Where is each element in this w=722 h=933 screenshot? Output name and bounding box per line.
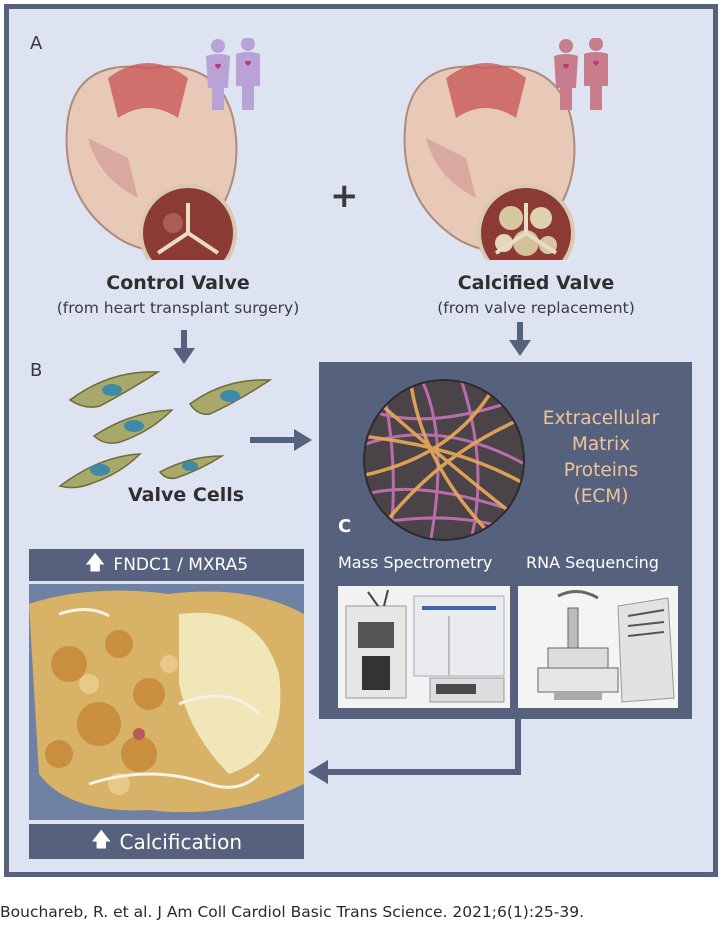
calcified-tissue-image xyxy=(29,584,304,820)
ecm-fiber-icon xyxy=(363,379,525,541)
right-arrow-icon xyxy=(250,429,312,451)
calcified-valve-photo xyxy=(29,584,304,820)
citation: Bouchareb, R. et al. J Am Coll Cardiol B… xyxy=(0,903,585,921)
fndc1-mxra5-bar: 🡅 FNDC1 / MXRA5 xyxy=(29,549,304,581)
sequencer-icon xyxy=(518,586,678,708)
control-valve-title: Control Valve xyxy=(106,272,250,294)
ecm-label-line1: Extracellular xyxy=(542,408,660,429)
control-people-icon xyxy=(206,38,260,110)
panel-letter-b: B xyxy=(30,360,43,381)
ecm-label: Extracellular Matrix Proteins (ECM) xyxy=(526,406,676,510)
down-arrow-icon xyxy=(509,322,531,356)
calcification-bar: 🡅 Calcification xyxy=(29,824,304,859)
calcified-people-icon xyxy=(554,38,608,110)
calcified-heart-illustration-icon xyxy=(403,63,576,260)
ecm-label-line4: (ECM) xyxy=(573,486,629,507)
calcified-valve-subtitle: (from valve replacement) xyxy=(437,299,635,317)
calcified-valve-title: Calcified Valve xyxy=(457,272,615,294)
up-arrow-icon: 🡅 xyxy=(90,826,112,851)
control-valve-subtitle: (from heart transplant surgery) xyxy=(56,299,300,317)
fndc1-mxra5-label: FNDC1 / MXRA5 xyxy=(113,555,249,575)
valve-cells-illustration-icon xyxy=(58,371,273,489)
ecm-label-line3: Proteins xyxy=(563,460,639,481)
down-arrow-icon xyxy=(173,330,195,364)
calcified-valve-label: Calcified Valve (from valve replacement) xyxy=(406,272,666,317)
control-heart-illustration-icon xyxy=(65,63,238,260)
ecm-label-line2: Matrix xyxy=(571,434,631,455)
panel-letter-a: A xyxy=(30,33,43,54)
calcification-label: Calcification xyxy=(119,829,243,854)
mass-spectrometry-label: Mass Spectrometry xyxy=(338,553,493,572)
return-arrow-icon xyxy=(308,719,521,784)
mass-spectrometer-icon xyxy=(338,586,510,708)
plus-sign: + xyxy=(330,176,359,216)
control-valve-label: Control Valve (from heart transplant sur… xyxy=(38,272,318,317)
rna-sequencing-label: RNA Sequencing xyxy=(526,553,659,572)
valve-cells-label: Valve Cells xyxy=(128,484,245,506)
up-arrow-icon: 🡅 xyxy=(84,550,106,574)
panel-letter-c: C xyxy=(338,516,352,537)
